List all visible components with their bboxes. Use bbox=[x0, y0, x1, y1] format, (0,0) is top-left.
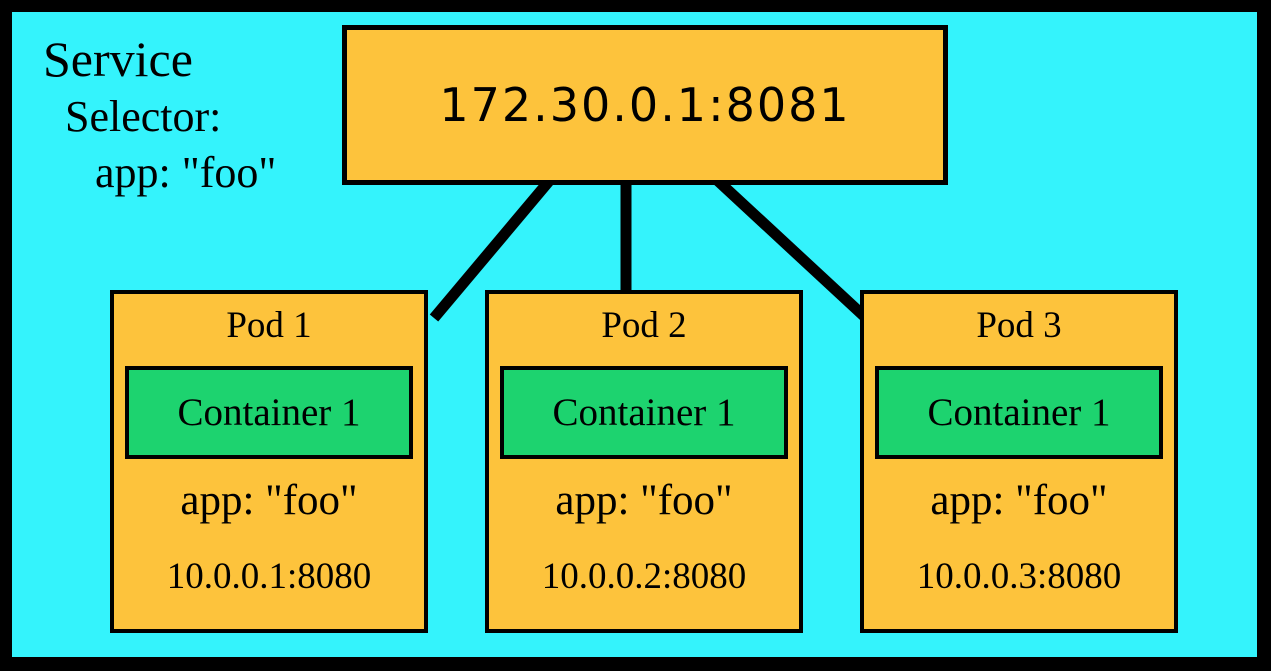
container-label: Container 1 bbox=[927, 390, 1111, 434]
pod-endpoint: 10.0.0.3:8080 bbox=[916, 555, 1122, 597]
pod-node-2: Pod 2 Container 1 app: "foo" 10.0.0.2:80… bbox=[485, 290, 803, 633]
service-selector-label: Service Selector: app: "foo" bbox=[43, 30, 276, 202]
service-node: 172.30.0.1:8081 bbox=[342, 25, 948, 185]
selector-value: app: "foo" bbox=[95, 148, 277, 198]
container-node: Container 1 bbox=[875, 365, 1163, 459]
selector-label: Selector: bbox=[65, 92, 222, 141]
pod-title: Pod 3 bbox=[976, 305, 1062, 346]
pod-node-1: Pod 1 Container 1 app: "foo" 10.0.0.1:80… bbox=[110, 290, 428, 633]
pod-app-label: app: "foo" bbox=[930, 476, 1108, 524]
pod-title: Pod 1 bbox=[226, 305, 312, 346]
service-title: Service bbox=[43, 31, 193, 87]
container-node: Container 1 bbox=[500, 365, 788, 459]
pod-endpoint: 10.0.0.2:8080 bbox=[541, 555, 747, 597]
service-endpoint: 172.30.0.1:8081 bbox=[439, 78, 851, 132]
container-label: Container 1 bbox=[177, 390, 361, 434]
pod-node-3: Pod 3 Container 1 app: "foo" 10.0.0.3:80… bbox=[860, 290, 1178, 633]
pod-app-label: app: "foo" bbox=[555, 476, 733, 524]
pod-app-label: app: "foo" bbox=[180, 476, 358, 524]
pod-title: Pod 2 bbox=[601, 305, 687, 346]
container-label: Container 1 bbox=[552, 390, 736, 434]
container-node: Container 1 bbox=[125, 365, 413, 459]
pod-endpoint: 10.0.0.1:8080 bbox=[166, 555, 372, 597]
